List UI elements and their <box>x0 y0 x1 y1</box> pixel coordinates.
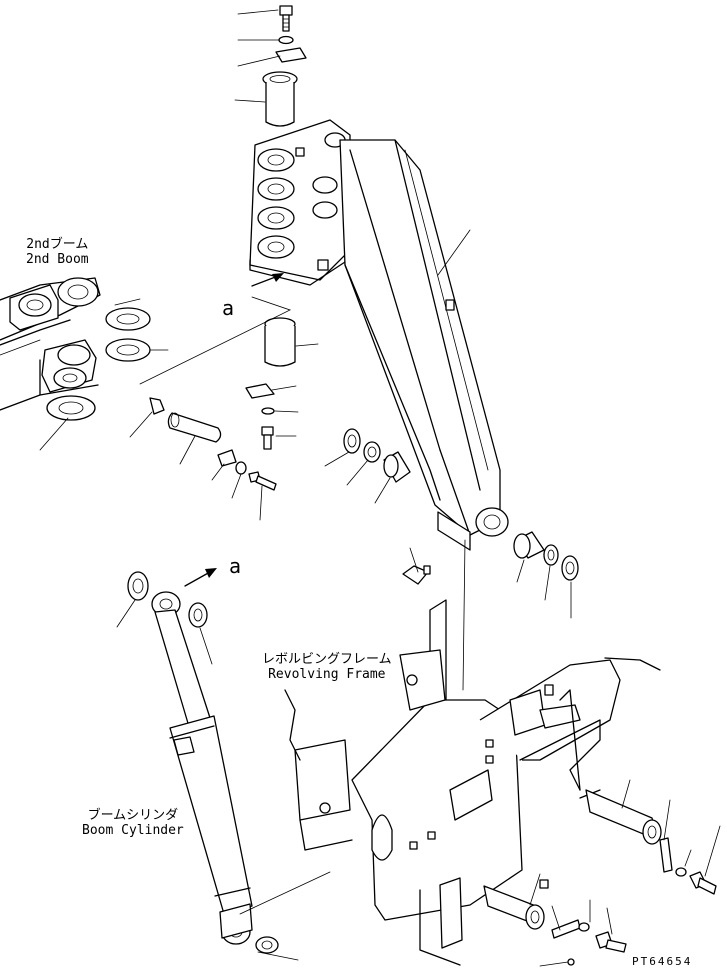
revolving-frame-label: レボルビングフレーム Revolving Frame <box>262 652 392 682</box>
frame-pin-right <box>585 789 717 895</box>
top-bolt <box>279 5 293 32</box>
boom-foot-bushings <box>343 428 579 581</box>
view-arrow-upper <box>251 273 284 287</box>
revolving-frame <box>284 599 661 966</box>
boom-cylinder-label-en: Boom Cylinder <box>82 823 184 838</box>
second-boom-label-en: 2nd Boom <box>26 252 89 267</box>
grease-fitting <box>402 565 431 585</box>
boom <box>249 119 509 551</box>
drawing-code: PT64654 <box>632 955 693 968</box>
revolving-frame-label-en: Revolving Frame <box>268 667 386 682</box>
leader-lines <box>0 9 721 967</box>
top-lock-plate <box>275 47 307 63</box>
top-washer <box>278 35 294 45</box>
middle-pin-stack <box>245 317 296 450</box>
view-mark-upper: a <box>222 296 235 320</box>
view-arrow-lower <box>184 568 217 587</box>
second-boom-label-jp: 2ndブーム <box>26 237 89 252</box>
boom-cylinder-label-jp: ブームシリンダ <box>87 808 179 823</box>
boom-cylinder-label: ブームシリンダ Boom Cylinder <box>82 808 184 838</box>
second-boom-stub <box>0 277 101 411</box>
boom-washers-left <box>46 307 151 421</box>
revolving-frame-label-jp: レボルビングフレーム <box>262 652 392 667</box>
boom-cylinder <box>127 571 279 954</box>
second-boom-label: 2ndブーム 2nd Boom <box>26 237 89 267</box>
frame-pin-lower <box>483 885 627 966</box>
left-pin-assembly <box>149 397 277 491</box>
view-mark-lower: a <box>229 554 242 578</box>
top-pin <box>262 71 298 127</box>
